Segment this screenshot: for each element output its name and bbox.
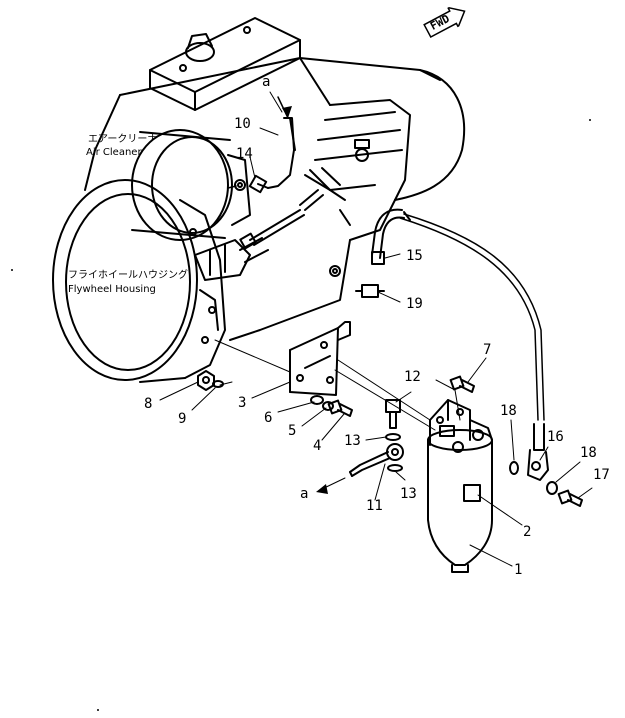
callout-5: 5 <box>288 423 297 439</box>
washer-9 <box>212 380 224 388</box>
flywheel-caption-en: Flywheel Housing <box>68 284 156 295</box>
callout-18-right: 18 <box>580 445 597 461</box>
callout-14: 14 <box>236 146 253 162</box>
callout-18-left: 18 <box>500 403 517 419</box>
callout-1: 1 <box>514 562 523 578</box>
callout-8: 8 <box>144 396 153 412</box>
callout-3: 3 <box>238 395 247 411</box>
engine-block <box>84 57 466 341</box>
nut-8 <box>197 370 215 391</box>
bolt-7 <box>449 375 475 393</box>
bolt-17 <box>557 489 583 507</box>
air-cleaner-caption-en: Air Cleaner <box>86 147 142 158</box>
washer-6 <box>310 395 324 405</box>
callout-2: 2 <box>523 524 532 540</box>
washer-18-left <box>509 461 519 475</box>
fwd-direction-marker: FWD <box>421 1 470 41</box>
callout-12: 12 <box>404 369 421 385</box>
arrow-a-top <box>282 106 292 118</box>
hose-15 <box>371 208 411 265</box>
callout-10: 10 <box>234 116 251 132</box>
callout-a-top: a <box>262 74 271 90</box>
callout-16: 16 <box>547 429 564 445</box>
washer-13-bottom <box>387 464 403 472</box>
injection-pipe <box>239 167 341 250</box>
arrow-a-bottom <box>316 484 328 494</box>
washer-18-right <box>546 481 558 495</box>
banjo-11 <box>349 443 404 477</box>
callout-11: 11 <box>366 498 383 514</box>
fitting-16 <box>527 423 549 481</box>
air-cleaner <box>131 129 251 241</box>
callout-13-bottom: 13 <box>400 486 417 502</box>
callout-15: 15 <box>406 248 423 264</box>
valve-cover <box>149 17 301 111</box>
callout-17: 17 <box>593 467 610 483</box>
speck-dots <box>11 119 591 711</box>
connector-14 <box>227 179 246 191</box>
callout-a-bottom: a <box>300 486 309 502</box>
bolt-12 <box>385 399 401 429</box>
flywheel-housing <box>52 179 269 383</box>
callout-7: 7 <box>483 342 492 358</box>
bracket-3 <box>289 321 351 396</box>
callout-leaders <box>159 91 593 567</box>
washer-5 <box>322 401 334 411</box>
fuel-filter-1 <box>427 399 493 573</box>
callout-9: 9 <box>178 411 187 427</box>
long-hose <box>399 213 545 421</box>
bolt-4 <box>327 399 353 417</box>
flywheel-caption-jp: フライホイールハウジング <box>68 270 188 281</box>
washer-13-top <box>385 433 401 441</box>
callout-6: 6 <box>264 410 273 426</box>
callout-19: 19 <box>406 296 423 312</box>
callout-4: 4 <box>313 438 322 454</box>
callout-13-top: 13 <box>344 433 361 449</box>
fitting-19 <box>355 284 385 298</box>
air-cleaner-caption-jp: エアークリーナ <box>88 134 158 145</box>
